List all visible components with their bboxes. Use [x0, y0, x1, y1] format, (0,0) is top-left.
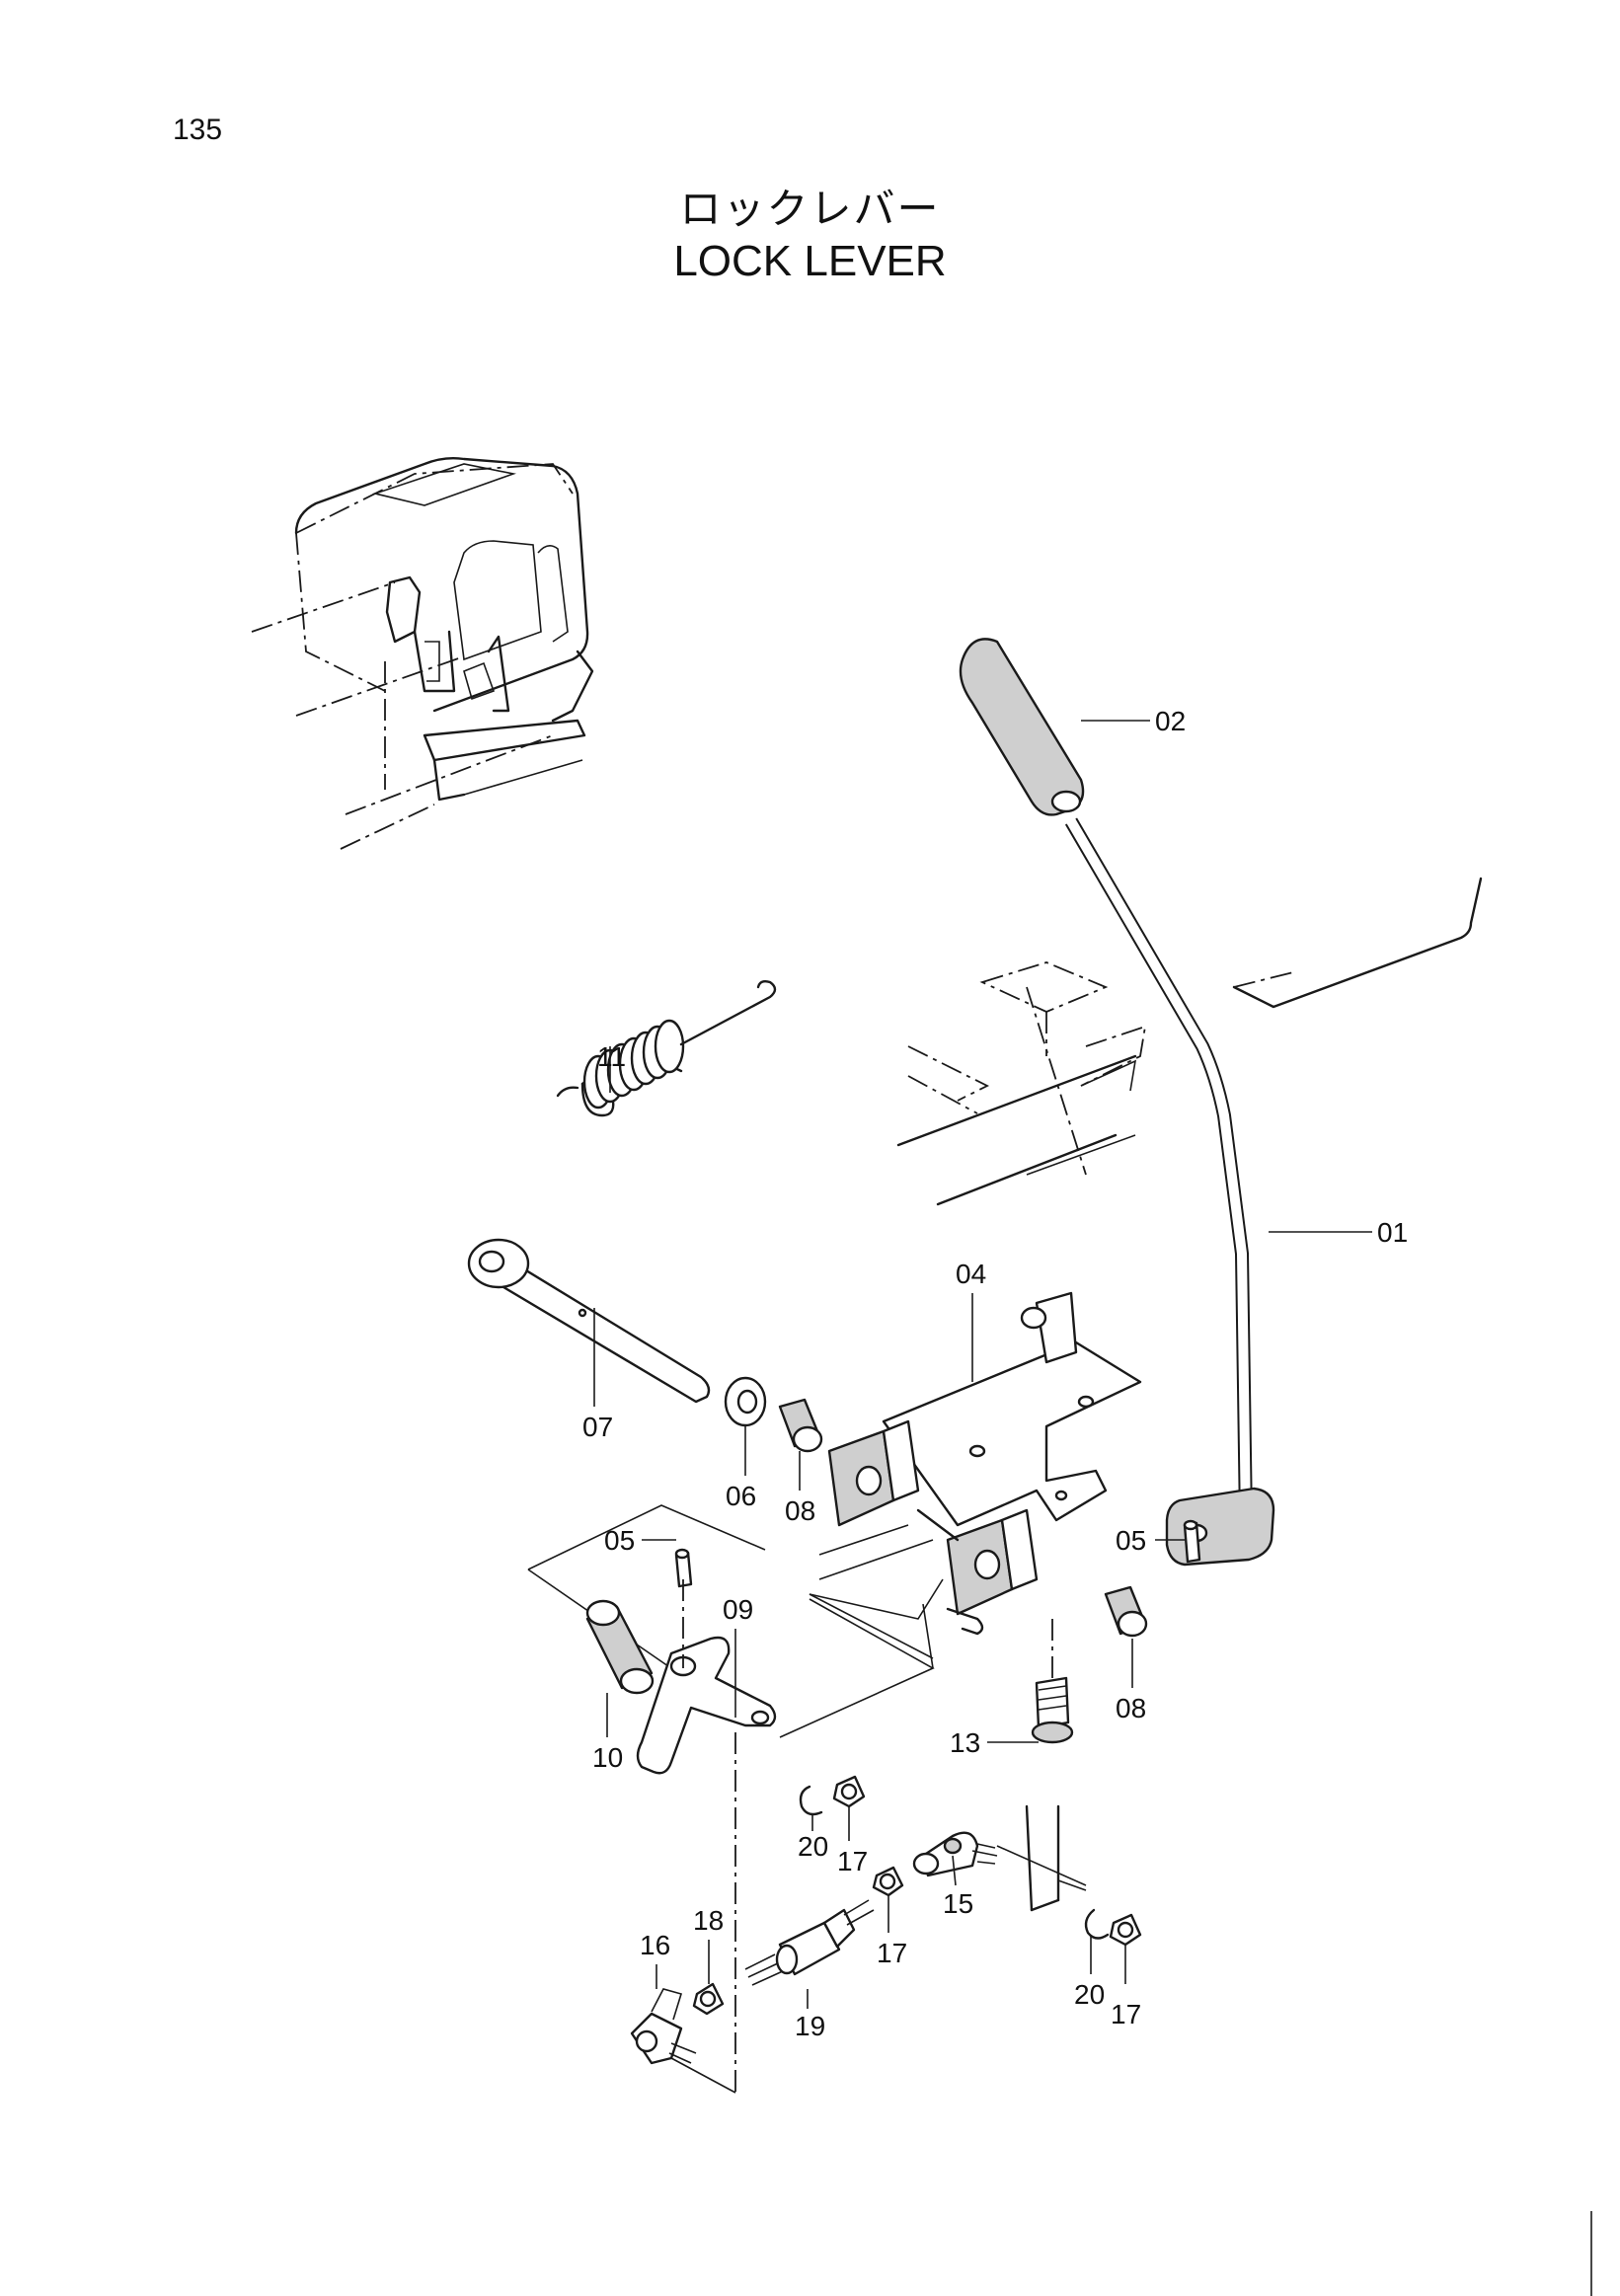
snap-ring-part-20-right — [1084, 1908, 1110, 1940]
callout-20-right: 20 — [1074, 1979, 1105, 2010]
pin-part-05-right — [1183, 1519, 1201, 1564]
page-number: 135 — [173, 114, 223, 146]
spring-part-11 — [556, 979, 777, 1117]
callout-19: 19 — [795, 2011, 825, 2041]
callout-05-right: 05 — [1116, 1525, 1146, 1556]
callout-18: 18 — [693, 1905, 724, 1936]
callout-04: 04 — [956, 1259, 986, 1289]
shaft-part-07 — [467, 1238, 711, 1404]
bolt-part-13 — [1031, 1619, 1074, 1744]
ball-joint-part-16 — [630, 1988, 697, 2065]
ball-joint-part-15 — [912, 1831, 998, 1877]
bushing-part-08-right — [1104, 1585, 1148, 1638]
callout-02: 02 — [1155, 706, 1186, 736]
floor-plate-outline — [896, 877, 1483, 1206]
callout-08-right: 08 — [1116, 1693, 1146, 1723]
callout-13: 13 — [950, 1727, 980, 1758]
turnbuckle-part-19 — [744, 1899, 875, 1986]
callout-15: 15 — [943, 1888, 973, 1919]
callout-07: 07 — [582, 1412, 613, 1442]
snap-ring-part-20-left — [799, 1785, 823, 1816]
callout-11: 11 — [597, 1041, 626, 1072]
callout-17-middle: 17 — [877, 1938, 907, 1968]
callout-10: 10 — [592, 1742, 623, 1773]
callout-01: 01 — [1377, 1217, 1408, 1248]
title-english: LOCK LEVER — [673, 237, 947, 285]
collar-part-10 — [585, 1599, 655, 1695]
title-japanese: ロックレバー — [679, 185, 941, 233]
nut-part-18 — [692, 1982, 725, 2016]
bracket-part-04 — [827, 1291, 1142, 1636]
callout-16: 16 — [640, 1930, 670, 1960]
washer-part-06 — [724, 1376, 767, 1427]
center-lines — [670, 1579, 736, 2094]
nut-part-17-middle — [872, 1866, 904, 1897]
callout-05-left: 05 — [604, 1525, 635, 1556]
callout-labels: 02 01 04 11 07 06 08 05 05 09 10 13 08 2… — [582, 706, 1408, 2041]
link-rod-plate — [996, 1804, 1087, 1912]
leader-lines — [593, 720, 1372, 2009]
nut-part-17-upper — [832, 1775, 866, 1808]
pin-part-05-left — [674, 1548, 693, 1588]
callout-20-left: 20 — [798, 1831, 828, 1862]
grip-part-02 — [959, 638, 1085, 816]
callout-17-upper: 17 — [837, 1846, 868, 1876]
cab-overview-illustration — [251, 456, 594, 850]
nut-part-17-lower — [1109, 1913, 1142, 1947]
callout-08-left: 08 — [785, 1495, 815, 1526]
callout-17-lower: 17 — [1111, 1999, 1141, 2029]
callout-06: 06 — [726, 1481, 756, 1511]
callout-09: 09 — [723, 1594, 753, 1625]
lock-lever-part-01 — [1064, 816, 1275, 1567]
bushing-part-08-left — [778, 1398, 823, 1453]
lever-arm-part-09 — [636, 1636, 777, 1775]
